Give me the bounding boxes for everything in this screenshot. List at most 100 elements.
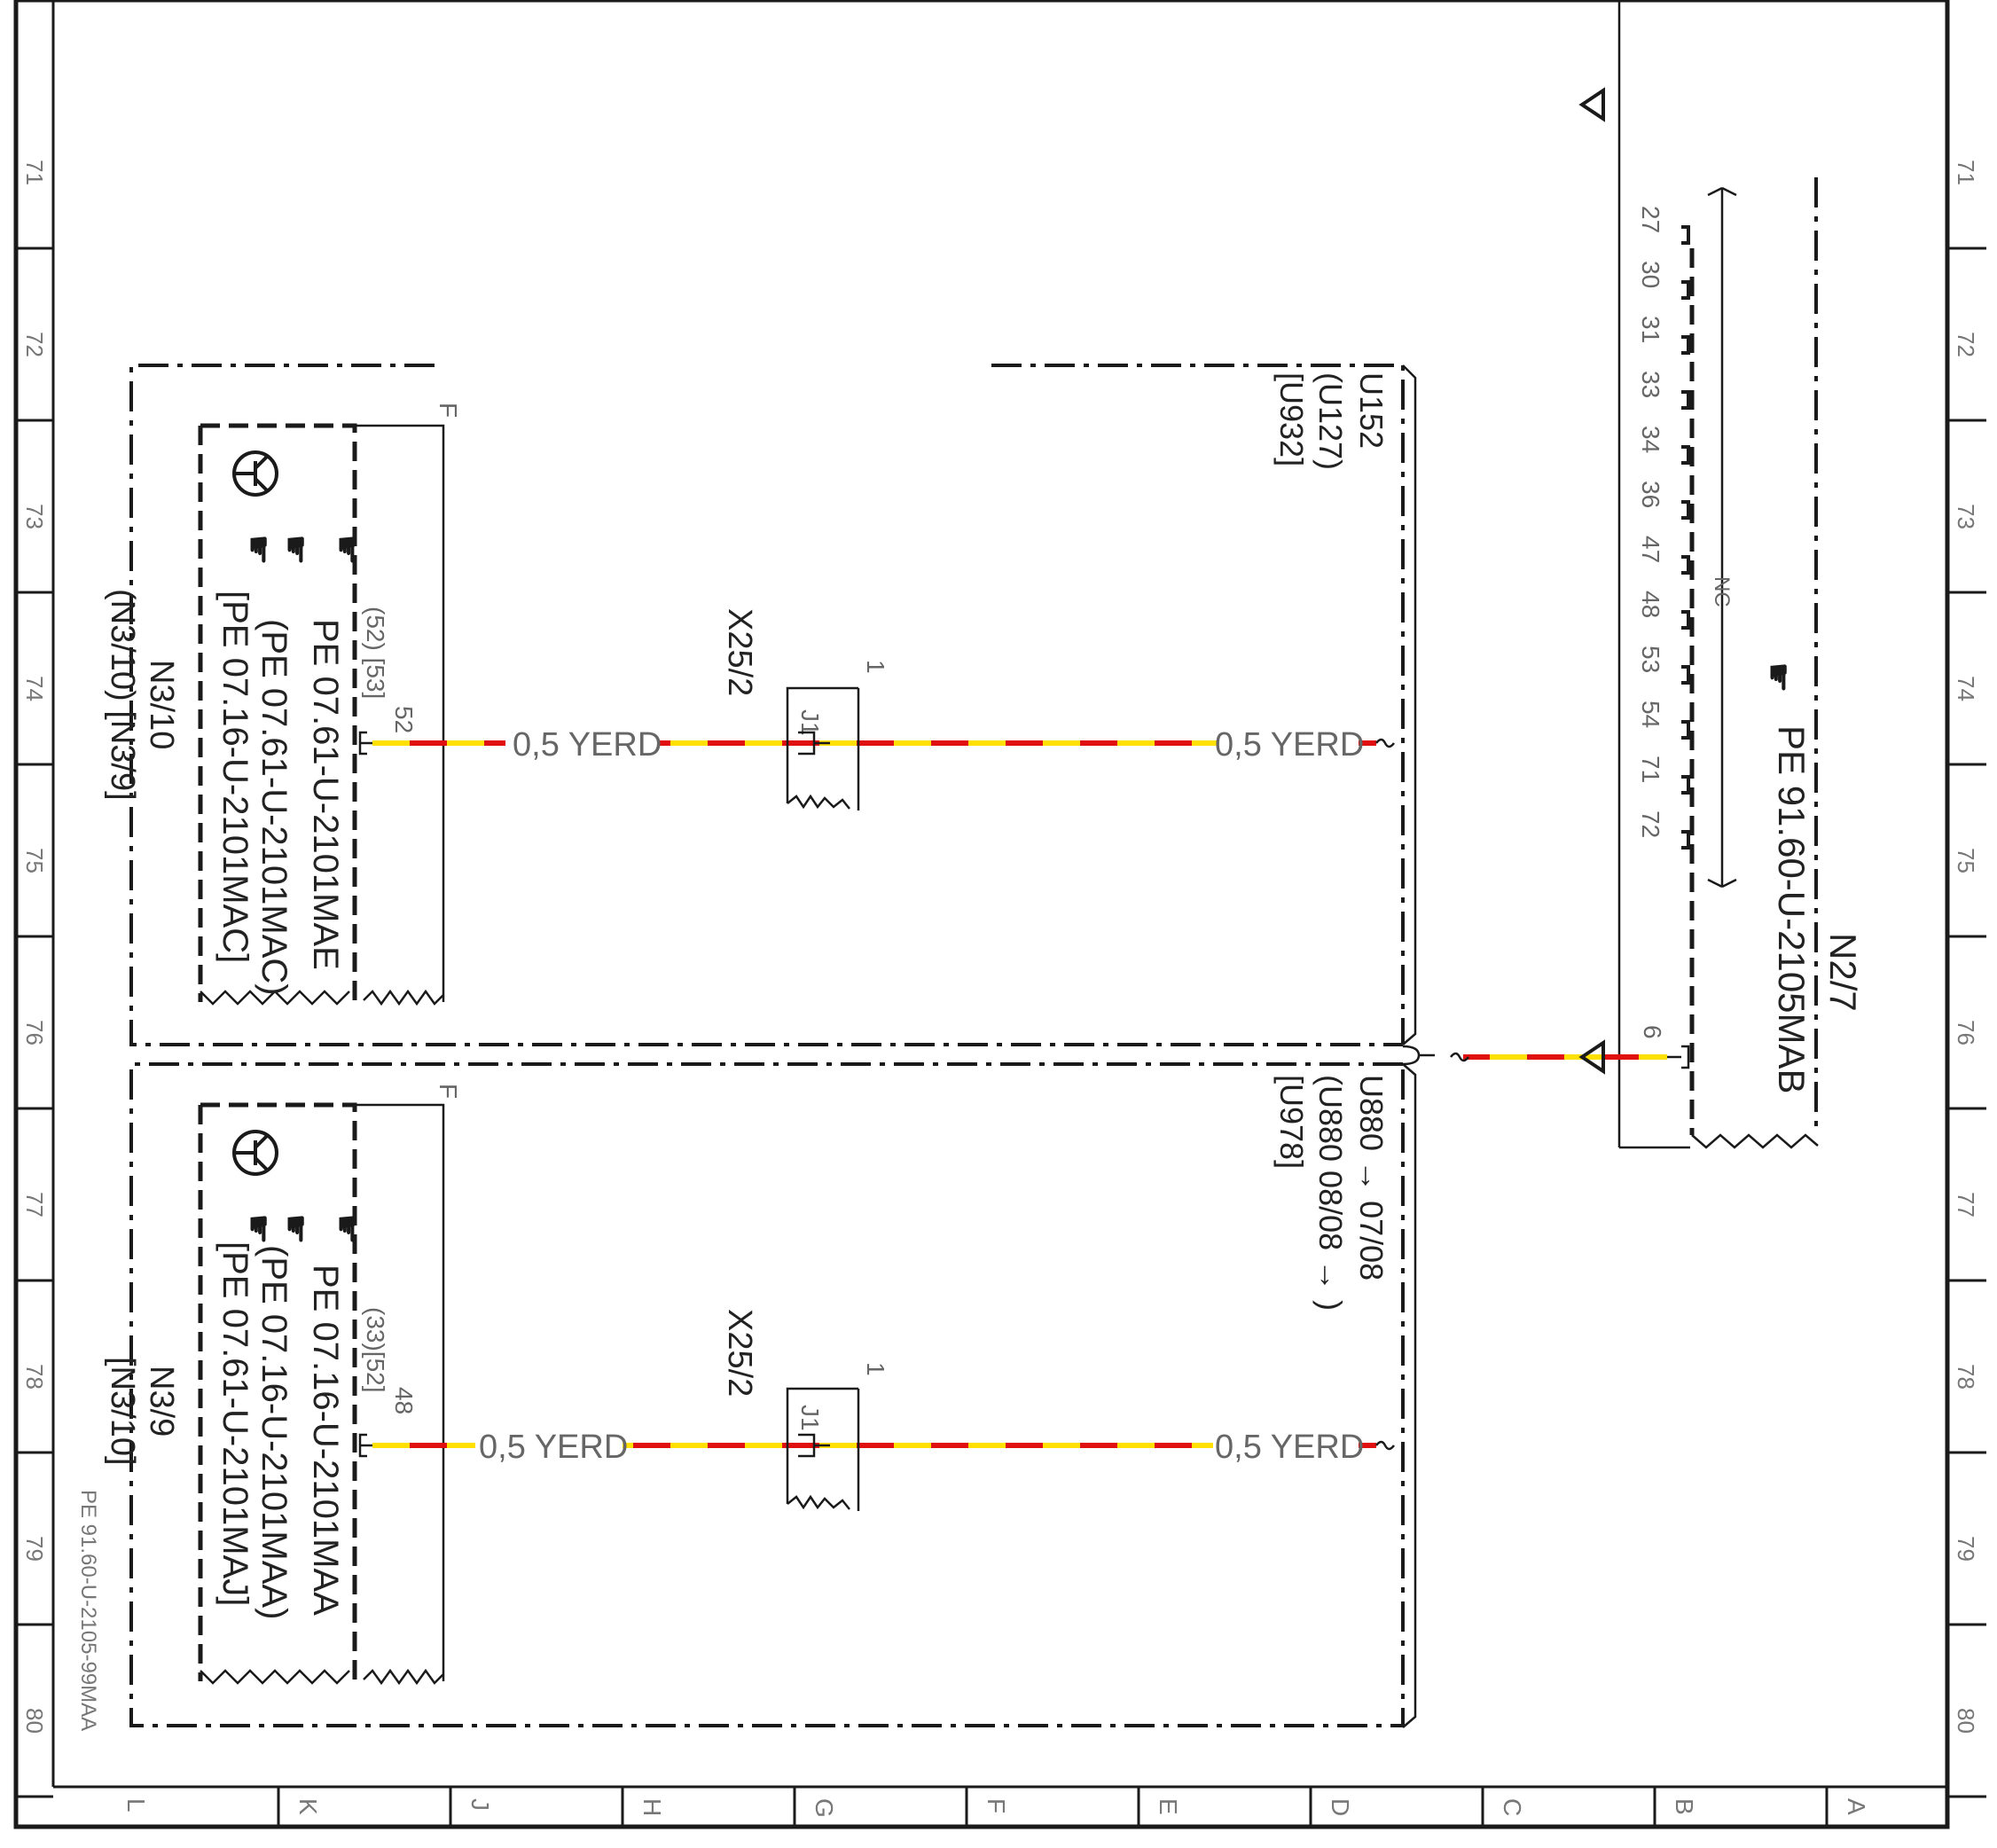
column-letter-label: D xyxy=(1327,1798,1354,1816)
module-right-pin-number: 72 xyxy=(1637,810,1664,838)
variant-upper-3: [U932] xyxy=(1273,372,1310,466)
module-right-pin-number: 48 xyxy=(1637,591,1664,618)
module-right-pin-terminal xyxy=(1681,225,1690,245)
module-lower-enclosure xyxy=(129,1062,1417,1728)
variant-upper-1: U152 xyxy=(1353,372,1390,449)
row-number-label: 76 xyxy=(21,1020,48,1045)
pin-lower-variants: (33)[52] xyxy=(362,1307,389,1393)
pin-upper: 52 xyxy=(390,706,418,733)
ref-lower-3: [PE 07.61-U-2101MAJ] xyxy=(215,1241,255,1606)
pointing-hand-icon: ☛ ☛ ☛ ☛ ☛ ☛ xyxy=(239,534,366,1245)
module-upper-enclosure xyxy=(129,364,1417,1046)
variant-upper-2: (U127) xyxy=(1312,372,1349,470)
connector-upper-jlabel: J1 xyxy=(796,709,824,736)
row-number-label: 75 xyxy=(21,848,48,873)
variant-lower-2: (U880 08/08 → ) xyxy=(1312,1075,1349,1311)
pin-lower: 48 xyxy=(390,1387,418,1414)
column-letter-label: E xyxy=(1155,1798,1182,1815)
module-right-pin-terminal xyxy=(1681,500,1690,520)
connector-upper-pin: 1 xyxy=(862,660,889,674)
module-right-pin-terminal xyxy=(1681,335,1690,355)
nc-bracket xyxy=(1707,186,1737,889)
wire-lower xyxy=(358,1433,1395,1458)
row-number-label: 72 xyxy=(21,332,48,357)
module-right-reference: PE 91.60-U-2105MAB xyxy=(1771,725,1813,1094)
svg-text:☛: ☛ xyxy=(239,1213,278,1245)
drawing-frame xyxy=(13,0,1950,1829)
module-right-pin-terminal xyxy=(1681,555,1690,575)
svg-text:☛: ☛ xyxy=(276,1213,315,1245)
module-right-pin-number: 36 xyxy=(1637,481,1664,508)
module-right-pin-terminal xyxy=(1681,830,1690,850)
pointing-hand-icon: ☛ xyxy=(1758,662,1797,693)
module-right-pin-number: 53 xyxy=(1637,646,1664,673)
column-letter-label: L xyxy=(122,1798,150,1813)
row-number-label: 80 xyxy=(1953,1708,1979,1734)
svg-text:☛: ☛ xyxy=(239,534,278,566)
ref-upper-2: (PE 07.61-U-2101MAC) xyxy=(255,619,294,996)
column-letter-label: A xyxy=(1843,1798,1870,1815)
module-right-pin-terminal xyxy=(1681,390,1690,410)
component-upper-box xyxy=(198,423,445,1006)
module-right-pin-number: 27 xyxy=(1637,206,1664,233)
row-number-label: 75 xyxy=(1953,848,1979,873)
svg-text:☛: ☛ xyxy=(276,534,315,566)
module-right-pin-number: 54 xyxy=(1637,701,1664,728)
ground-arrow-icon xyxy=(1578,87,1605,122)
corner-mark-lower: F xyxy=(435,1084,462,1099)
module-right-pin-number: 47 xyxy=(1637,536,1664,563)
module-right-pin-terminal xyxy=(1681,720,1690,740)
ref-lower-2: (PE 07.16-U-2101MAA) xyxy=(255,1245,294,1619)
lower-references: PE 07.16-U-2101MAA (PE 07.16-U-2101MAA) … xyxy=(215,1241,345,1619)
row-number-label: 72 xyxy=(1953,332,1979,357)
column-letter-label: C xyxy=(1499,1798,1526,1816)
wire-lower-label-right: 0,5 YERD xyxy=(1215,1429,1364,1466)
row-number-label: 79 xyxy=(1953,1536,1979,1562)
module-brace xyxy=(1402,1045,1435,1066)
row-number-label: 78 xyxy=(21,1364,48,1390)
wire-upper xyxy=(358,731,1395,756)
wire-upper-label-left: 0,5 YERD xyxy=(513,726,662,763)
module-right-pin-terminal xyxy=(1681,280,1690,300)
row-number-label: 79 xyxy=(21,1536,48,1562)
ref-upper-1: PE 07.61-U-2101MAE xyxy=(306,619,345,970)
row-number-label: 80 xyxy=(21,1708,48,1734)
column-letter-label: F xyxy=(983,1798,1010,1813)
wire-right xyxy=(1450,1039,1690,1075)
module-right-pin-number: 71 xyxy=(1637,756,1664,783)
pin-upper-variants: (52) [53] xyxy=(362,607,389,699)
connector-lower-name: X25/2 xyxy=(721,1309,758,1397)
svg-text:☛: ☛ xyxy=(327,534,366,566)
module-upper-name-variants: (N3/10) [N3/9] xyxy=(104,589,141,801)
column-letter-label: B xyxy=(1671,1798,1698,1815)
module-lower-name-variants: [N3/10] xyxy=(104,1357,141,1466)
drawing-id-label: PE 91.60-U-2105-99MAA xyxy=(76,1490,100,1731)
module-right-pin-number: 34 xyxy=(1637,426,1664,453)
module-upper-name: N3/10 xyxy=(143,660,180,749)
column-letter-label: K xyxy=(294,1798,322,1815)
module-right-name: N2/7 xyxy=(1822,933,1864,1012)
module-right-pin-terminal xyxy=(1681,445,1690,465)
row-number-label: 71 xyxy=(1953,160,1979,185)
transistor-icon xyxy=(232,450,278,497)
connector-lower-jlabel: J1 xyxy=(796,1405,824,1431)
row-number-label: 78 xyxy=(1953,1364,1979,1390)
wire-lower-label-left: 0,5 YERD xyxy=(479,1429,628,1466)
row-number-label: 73 xyxy=(1953,504,1979,529)
module-lower-name: N3/9 xyxy=(143,1366,180,1437)
connector-x25-2-upper xyxy=(786,686,860,810)
ref-lower-1: PE 07.16-U-2101MAA xyxy=(306,1265,345,1616)
row-number-label: 76 xyxy=(1953,1020,1979,1045)
row-number-label: 74 xyxy=(21,676,48,701)
wire-upper-label-right: 0,5 YERD xyxy=(1215,726,1364,763)
module-right-enclosure xyxy=(1617,0,1819,1149)
row-number-label: 74 xyxy=(1953,676,1979,701)
column-letter-label: J xyxy=(466,1798,494,1811)
row-number-label: 77 xyxy=(21,1192,48,1218)
module-right-pin-number: 31 xyxy=(1637,316,1664,343)
column-letter-label: H xyxy=(638,1798,666,1816)
nc-label: NC xyxy=(1710,576,1734,607)
